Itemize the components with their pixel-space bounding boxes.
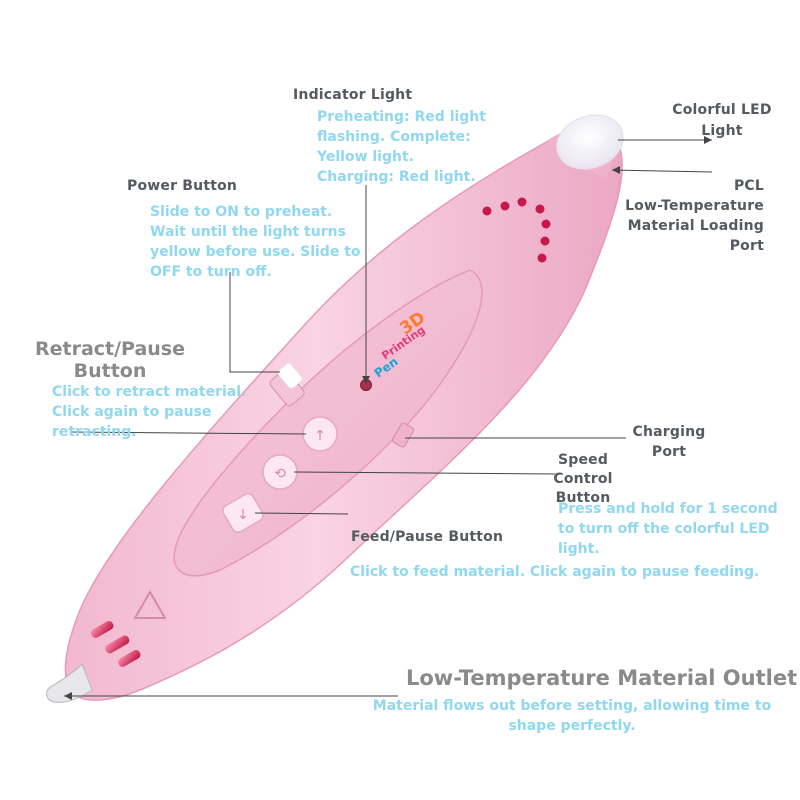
power-button-title: Power Button — [127, 178, 238, 194]
indicator-light-title: Indicator Light — [293, 87, 413, 103]
feed-line — [254, 512, 349, 515]
charging-port-title: Charging Port — [632, 424, 706, 460]
speed-button-desc: Press and hold for 1 second to turn off … — [558, 501, 778, 557]
led-light-title: Colorful LED Light — [672, 102, 772, 139]
feed-button-title: Feed/Pause Button — [351, 529, 504, 545]
retract-icon: ↑ — [314, 428, 326, 444]
speed-button[interactable]: ⟲ — [262, 454, 298, 490]
callout-arrowheads — [64, 136, 712, 700]
pcl-line — [611, 169, 713, 173]
speed-icon: ⟲ — [274, 466, 286, 482]
power-switch[interactable] — [268, 362, 305, 407]
top-vents — [482, 197, 551, 263]
warning-icon — [133, 589, 167, 619]
retract-button[interactable]: ↑ — [302, 416, 338, 452]
retract-button-desc: Click to retract material. Click again t… — [52, 384, 247, 440]
feed-button[interactable]: ↓ — [221, 492, 265, 535]
nozzle — [46, 663, 93, 703]
feed-button-desc: Click to feed material. Click again to p… — [350, 564, 760, 580]
led-light — [556, 114, 624, 170]
indicator-light-desc: Preheating: Red light flashing. Complete… — [317, 109, 486, 185]
retract-button-title: Retract/Pause Button — [34, 338, 186, 382]
outlet-desc: Material flows out before setting, allow… — [372, 698, 772, 734]
pen: 3D Printing Pen ↑ ⟲ ↓ — [46, 114, 624, 703]
power-button-desc: Slide to ON to preheat. Wait until the l… — [150, 204, 361, 280]
callout-lines — [64, 139, 713, 697]
speed-button-title: Speed Control Button — [553, 452, 613, 506]
bottom-vents — [91, 621, 141, 667]
outlet-title: Low-Temperature Material Outlet — [406, 666, 798, 690]
feed-icon: ↓ — [237, 507, 249, 523]
retract-line — [69, 431, 307, 435]
power-line — [229, 272, 280, 373]
speed-line — [293, 471, 556, 475]
pcl-port-title: PCL Low-Temperature Material Loading Por… — [625, 178, 764, 254]
